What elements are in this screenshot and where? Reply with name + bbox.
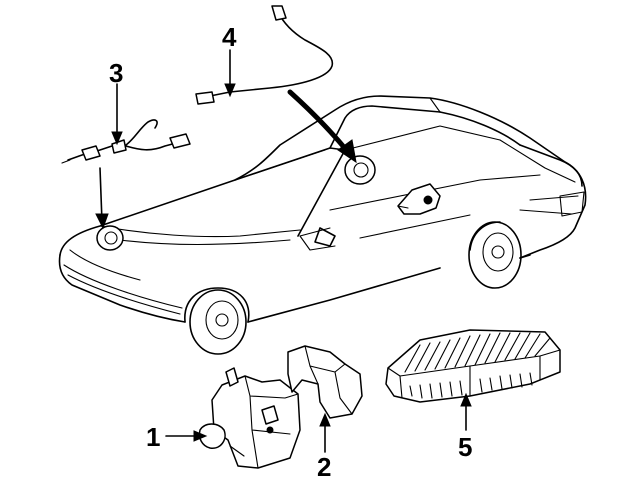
callout-number-4: 4 [222, 22, 237, 52]
pointer-arrow-to-rear-circle [287, 89, 357, 164]
car-illustration [58, 95, 587, 355]
wire-harness-part [61, 119, 191, 164]
callout-number-3: 3 [109, 58, 123, 88]
callout-leaders [111, 49, 472, 453]
callout-number-1: 1 [146, 422, 160, 452]
control-module-part [385, 329, 561, 403]
callout-number-5: 5 [458, 432, 472, 462]
actuator-part [198, 367, 301, 469]
antenna-cable-part [195, 5, 334, 105]
pointer-arrow-to-front-module [95, 167, 109, 230]
bracket-part [287, 345, 363, 419]
callout-number-2: 2 [317, 452, 331, 480]
